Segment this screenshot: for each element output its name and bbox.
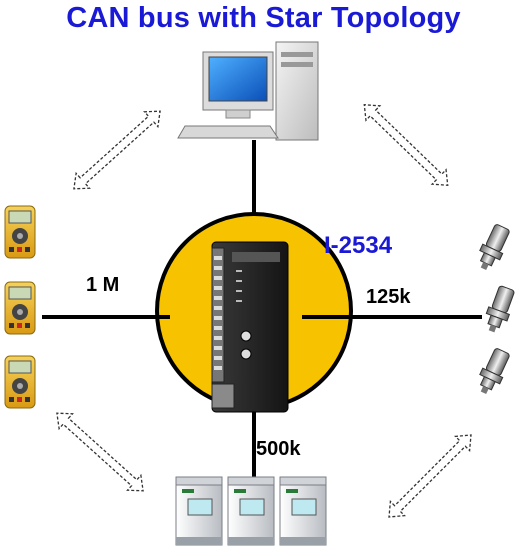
hub-label: I-2534 bbox=[324, 232, 393, 259]
power-supply-unit-icon bbox=[175, 476, 327, 546]
dashed-arrow-top-right bbox=[363, 104, 449, 186]
link-label-left: 1 M bbox=[86, 274, 120, 296]
page-title: CAN bus with Star Topology bbox=[66, 2, 461, 34]
dashed-arrow-bottom-left bbox=[56, 412, 144, 492]
link-label-right: 125k bbox=[366, 286, 411, 308]
dashed-arrow-top-left bbox=[73, 110, 161, 190]
digital-multimeter-icon bbox=[4, 205, 36, 409]
pressure-sensor-icon bbox=[472, 221, 519, 398]
desktop-computer-icon bbox=[177, 41, 319, 141]
dashed-arrow-bottom-right bbox=[388, 434, 472, 518]
link-label-bottom: 500k bbox=[256, 438, 301, 460]
can-converter-module-icon bbox=[211, 241, 289, 413]
